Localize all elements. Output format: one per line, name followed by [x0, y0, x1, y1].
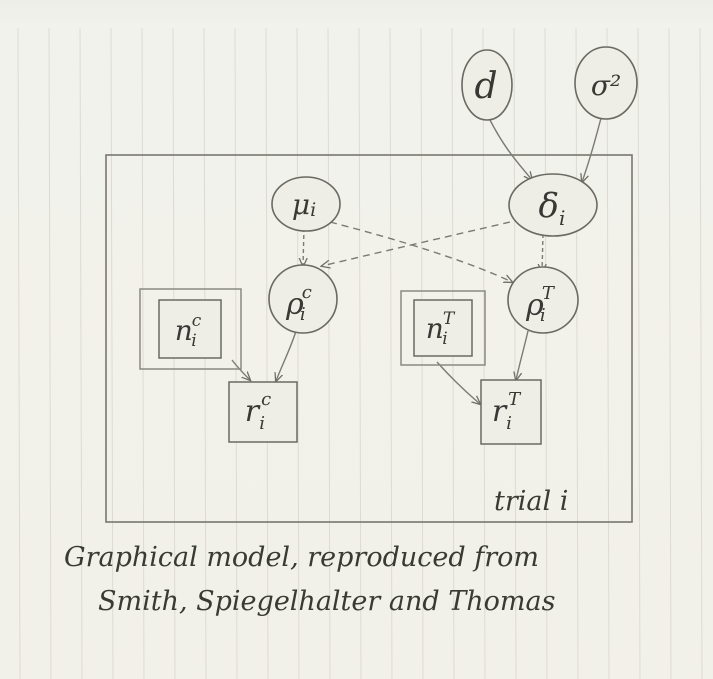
edge-delta-to-rho-t: [542, 233, 543, 272]
plate-label: trial i: [494, 486, 568, 517]
edge-delta-to-rho-c: [322, 221, 511, 266]
ruled-line: [668, 27, 672, 679]
edge-n-t-to-r-t: [436, 361, 480, 404]
node-d: d: [461, 49, 513, 121]
ruled-line: [296, 27, 300, 679]
ruled-line: [358, 27, 362, 679]
ruled-line: [699, 27, 703, 679]
trial-plate: [105, 154, 633, 523]
node-sigma2-label: σ²: [591, 69, 621, 102]
caption-line-2: Smith, Spiegelhalter and Thomas: [98, 586, 555, 617]
edge-sigma2-to-delta: [582, 117, 602, 182]
ruled-line: [110, 27, 114, 679]
ruled-line: [141, 27, 145, 679]
caption-line-1: Graphical model, reproduced from: [64, 542, 539, 573]
node-mu: μi: [271, 176, 341, 232]
ruled-line: [327, 27, 331, 679]
ruled-line: [482, 27, 486, 679]
node-mu-label: μi: [292, 188, 316, 221]
node-sigma2: σ²: [574, 46, 638, 120]
node-mu-symbol: μ: [292, 188, 310, 221]
node-d-label: d: [474, 66, 497, 107]
edge-mu-to-rho-t: [329, 221, 512, 282]
ruled-line: [575, 27, 579, 679]
ruled-line: [17, 27, 21, 679]
node-delta-label: δi: [539, 186, 566, 230]
ruled-line: [265, 27, 269, 679]
ruled-line: [637, 27, 641, 679]
edge-rho-c-to-r-c: [276, 330, 297, 381]
edge-d-to-delta: [488, 117, 532, 180]
edge-mu-to-rho-c: [303, 227, 304, 266]
ruled-line: [48, 27, 52, 679]
edge-rho-t-to-r-t: [516, 330, 529, 380]
node-delta: δi: [508, 173, 598, 237]
ruled-line: [606, 27, 610, 679]
ruled-line: [544, 27, 548, 679]
ruled-line: [79, 27, 83, 679]
ruled-line: [234, 27, 238, 679]
ruled-line: [389, 27, 393, 679]
edges: [231, 117, 602, 404]
ruled-line: [513, 27, 517, 679]
edge-n-c-to-r-c: [231, 359, 250, 380]
